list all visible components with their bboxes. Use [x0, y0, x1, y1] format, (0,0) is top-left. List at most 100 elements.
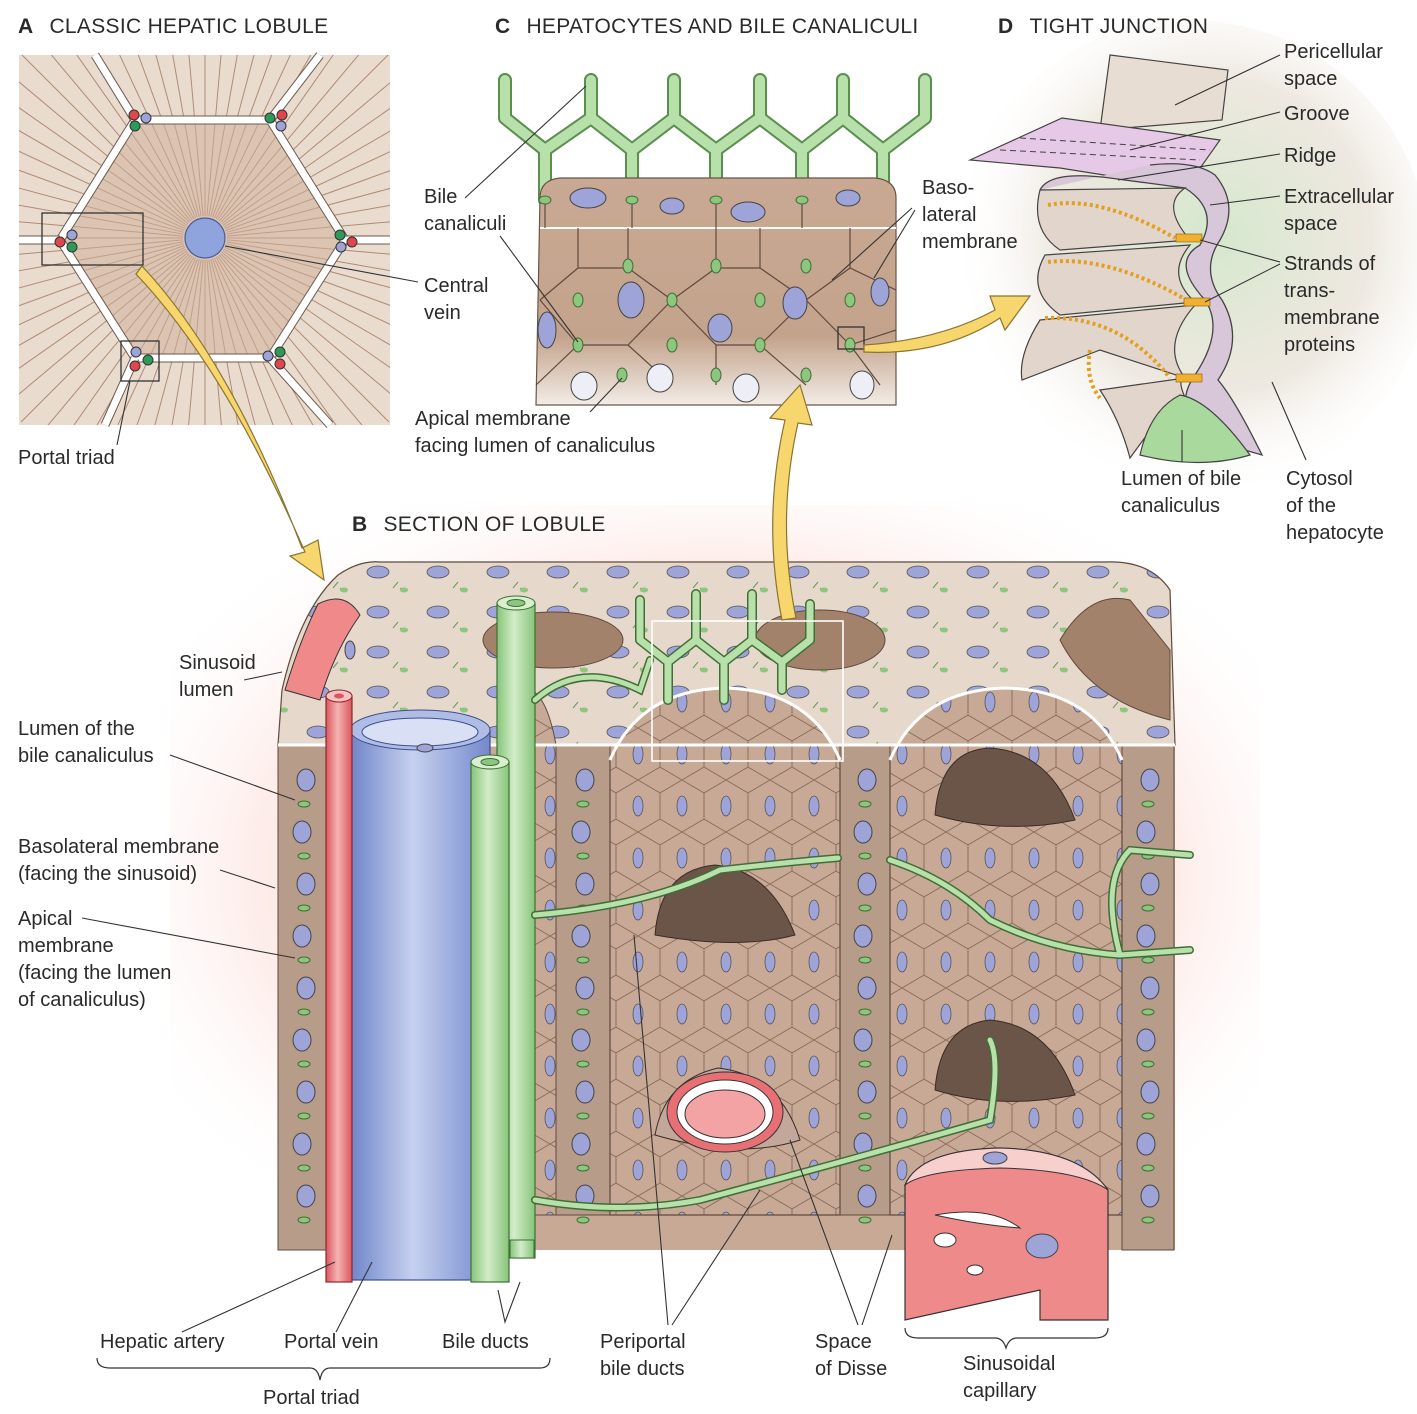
plate-canaliculus-dot [576, 1164, 590, 1172]
plate-nuclei [292, 768, 1160, 1224]
plate-nucleus [1140, 1184, 1160, 1208]
plate-nucleus [1136, 820, 1156, 844]
bile-duct-2 [470, 761, 510, 1283]
plate-canaliculus-dot [1141, 956, 1155, 964]
plate-canaliculus-dot [297, 1216, 311, 1224]
plate-nucleus [1136, 1028, 1156, 1052]
plate-canaliculus-dot [297, 1060, 311, 1068]
panel-b-title: SECTION OF LOBULE [383, 513, 605, 536]
plate-nucleus [857, 768, 877, 792]
plate-nucleus [571, 1132, 591, 1156]
plate-canaliculus-dot [576, 1216, 590, 1224]
periportal-bile-ducts [531, 656, 1194, 1212]
arrow-c-to-d [863, 295, 1032, 353]
plate-canaliculus-dot [858, 956, 872, 964]
plate-nucleus [296, 1184, 316, 1208]
arrow-a-to-b [135, 265, 325, 582]
plate-canaliculus-dot [297, 1112, 311, 1120]
plate-canaliculus-dot [1141, 1216, 1155, 1224]
plate-nucleus [296, 1080, 316, 1104]
sinusoid-opening-3 [1059, 597, 1171, 721]
plate-nucleus [571, 924, 591, 948]
plate-nucleus [571, 1028, 591, 1052]
panel-c-letter: C [495, 15, 510, 38]
transmembrane-strands [1044, 201, 1211, 400]
portal-triads [54, 109, 358, 372]
plate-nucleus [857, 976, 877, 1000]
plate-canaliculus-dot [858, 1008, 872, 1016]
plate-nucleus [575, 976, 595, 1000]
sinusoid-lumen-cut [284, 598, 361, 701]
plate-nucleus [857, 1080, 877, 1104]
plate-nucleus [571, 820, 591, 844]
plate-nucleus [1136, 1132, 1156, 1156]
plate-canaliculus-dot [576, 800, 590, 808]
sinusoidal-capillary [903, 1147, 1109, 1321]
plate-canaliculus-dot [1141, 1112, 1155, 1120]
sinusoid-cross-section [666, 1071, 784, 1153]
plate-canaliculus-dot [1141, 800, 1155, 808]
portal-vein-label: Portal vein [284, 1331, 379, 1353]
portal-triad-box [120, 340, 160, 382]
plate-canaliculus-dot [858, 800, 872, 808]
pericellular-membrane [1099, 54, 1229, 131]
plate-canaliculus-dot [297, 852, 311, 860]
central-vein [184, 217, 226, 259]
panel-b-letter: B [352, 513, 367, 536]
panel-a-title: CLASSIC HEPATIC LOBULE [49, 15, 328, 38]
plate-nucleus [296, 768, 316, 792]
plate-canaliculus-dot [1141, 1060, 1155, 1068]
plate-canaliculus-dot [1141, 904, 1155, 912]
portal-triad-label-b: Portal triad [263, 1387, 360, 1409]
plate-canaliculus-dot [858, 1060, 872, 1068]
plate-canaliculus-dot [858, 904, 872, 912]
portal-triad-label-a: Portal triad [18, 447, 115, 469]
plate-canaliculus-dot [858, 1164, 872, 1172]
bile-canaliculus-lumen [1139, 394, 1251, 464]
panel-b: B SECTION OF LOBULE [18, 513, 1194, 1409]
panel-c-title: HEPATOCYTES AND BILE CANALICULI [526, 15, 918, 38]
canaliculus-dots [538, 195, 856, 383]
plate-nucleus [1140, 872, 1160, 896]
plate-canaliculus-dot [576, 956, 590, 964]
plate-canaliculus-dot [576, 1008, 590, 1016]
plate-nucleus [857, 1184, 877, 1208]
plate-canaliculus-dot [297, 904, 311, 912]
plate-canaliculus-dot [297, 956, 311, 964]
plate-canaliculus-dot [858, 1216, 872, 1224]
plate-canaliculus-dot [858, 1112, 872, 1120]
plate-canaliculus-dot [1141, 1008, 1155, 1016]
hepatic-artery-tube [325, 695, 353, 1283]
plate-nucleus [1140, 976, 1160, 1000]
plate-nucleus [296, 872, 316, 896]
portal-triad-brace [96, 1357, 551, 1381]
basolateral-label-b: Basolateral membrane(facing the sinusoid… [18, 836, 219, 885]
plate-nucleus [292, 1132, 312, 1156]
plate-nucleus [857, 872, 877, 896]
plate-canaliculus-dot [1141, 1164, 1155, 1172]
plate-canaliculus-dot [858, 852, 872, 860]
plate-nucleus [1140, 768, 1160, 792]
plate-canaliculus-dot [297, 1164, 311, 1172]
hepatocyte-nuclei [537, 187, 890, 403]
plate-nucleus [1140, 1080, 1160, 1104]
